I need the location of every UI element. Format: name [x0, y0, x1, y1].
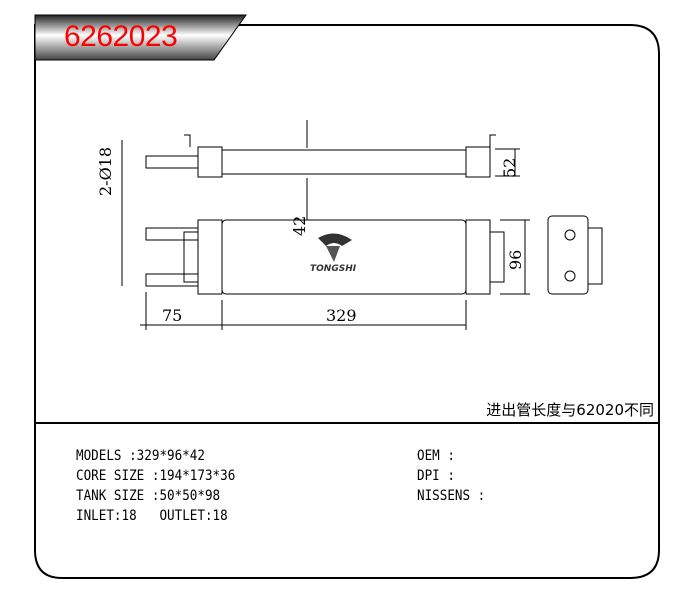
- spec-inlet-outlet: INLET:18 OUTLET:18: [76, 508, 228, 524]
- spec-dpi: DPI :: [417, 468, 455, 484]
- logo-text: TONGSHI: [310, 264, 357, 274]
- dim-tube-dia: 2-Ø18: [96, 146, 115, 196]
- dim-length: 329: [326, 306, 357, 325]
- dim-tank-height: 52: [500, 157, 519, 178]
- dim-core-height: 96: [506, 249, 525, 270]
- dim-height-total: 42: [290, 215, 309, 236]
- spec-models: MODELS :329*96*42: [76, 448, 205, 464]
- spec-oem: OEM :: [417, 448, 455, 464]
- part-number-title: 6262023: [64, 20, 178, 53]
- tongshi-logo: [318, 233, 352, 262]
- spec-nissens: NISSENS :: [417, 488, 486, 504]
- dim-pipe-length: 75: [162, 306, 183, 325]
- spec-core-size: CORE SIZE :194*173*36: [76, 468, 236, 484]
- spec-tank-size: TANK SIZE :50*50*98: [76, 488, 221, 504]
- note-text: 进出管长度与62020不同: [486, 401, 654, 419]
